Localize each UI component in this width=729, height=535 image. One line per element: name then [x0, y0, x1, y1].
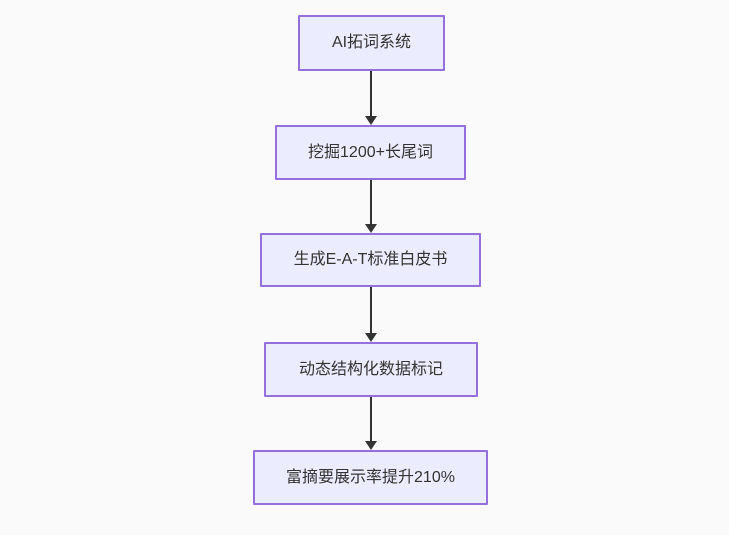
flow-arrow-1: [364, 71, 377, 125]
flow-node-longtail-keyword-mining: 挖掘1200+长尾词: [275, 125, 466, 180]
flow-node-label: 动态结构化数据标记: [298, 360, 443, 378]
flow-node-label: AI拓词系统: [331, 34, 412, 52]
flow-node-rich-snippet-rate-increase: 富摘要展示率提升210%: [253, 450, 488, 505]
flow-node-eat-whitepaper-generation: 生成E-A-T标准白皮书: [260, 233, 481, 287]
arrowhead-down-icon: [364, 333, 377, 342]
arrow-line: [369, 287, 372, 333]
arrow-line: [369, 180, 372, 224]
flow-node-label: 生成E-A-T标准白皮书: [293, 251, 448, 269]
flow-arrow-3: [364, 287, 377, 342]
flow-node-label: 富摘要展示率提升210%: [286, 468, 455, 486]
flow-node-label: 挖掘1200+长尾词: [308, 143, 433, 161]
arrowhead-down-icon: [364, 116, 377, 125]
arrow-line: [369, 71, 372, 116]
flow-arrow-2: [364, 180, 377, 233]
flow-node-ai-word-expansion-system: AI拓词系统: [298, 15, 445, 71]
arrow-line: [369, 397, 372, 441]
flow-node-dynamic-structured-data-markup: 动态结构化数据标记: [264, 342, 478, 397]
arrowhead-down-icon: [364, 224, 377, 233]
arrowhead-down-icon: [364, 441, 377, 450]
flow-arrow-4: [364, 397, 377, 450]
